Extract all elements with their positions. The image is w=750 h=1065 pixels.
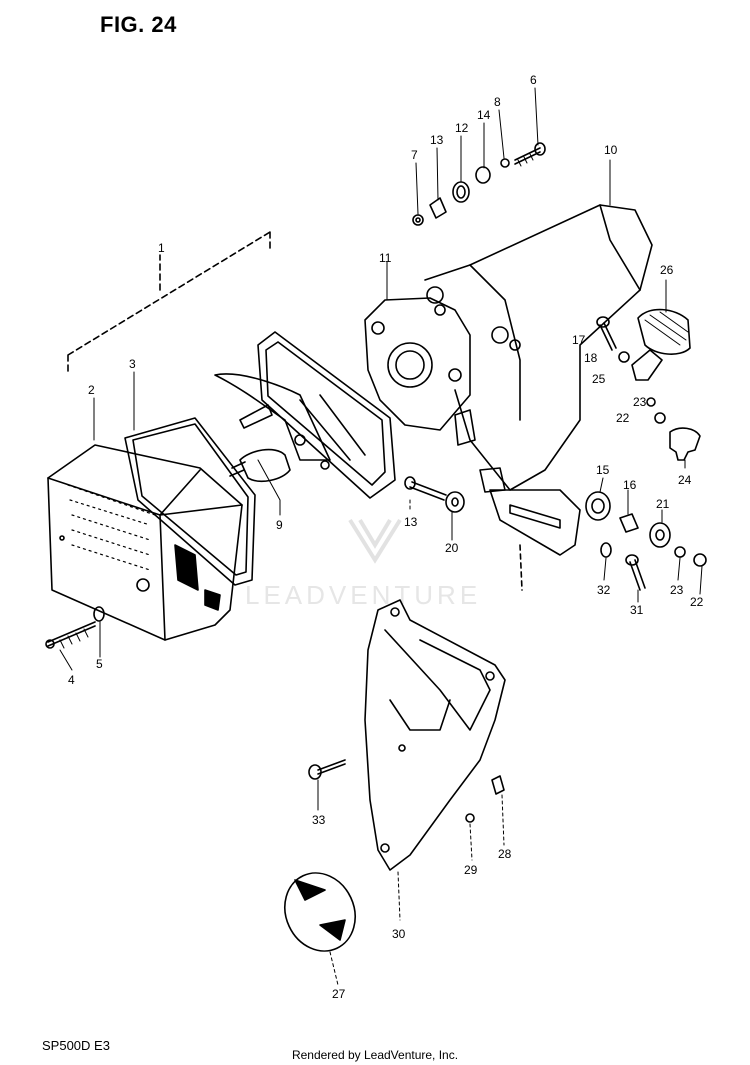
callout-29: 29	[464, 863, 478, 877]
callout-10: 10	[604, 143, 618, 157]
rear-fender	[364, 204, 653, 491]
callout-15: 15	[596, 463, 610, 477]
callout-2: 2	[88, 383, 95, 397]
footer-credit: Rendered by LeadVenture, Inc.	[291, 1048, 459, 1062]
callout-13a: 13	[430, 133, 444, 147]
license-bracket	[364, 599, 506, 871]
fig-title: FIG. 24	[100, 12, 177, 37]
bracket-1	[67, 231, 271, 376]
callout-9: 9	[276, 518, 283, 532]
callout-25: 25	[592, 372, 606, 386]
watermark-logo	[348, 518, 402, 564]
tail-lamp-lens	[47, 444, 243, 641]
bolt-13	[409, 481, 447, 501]
grommet-24	[669, 427, 701, 461]
knob-26	[637, 308, 691, 355]
bolt-31	[629, 559, 646, 591]
watermark: LEADVENTURE	[245, 580, 482, 610]
callout-6: 6	[530, 73, 537, 87]
footer-code: SP500D E3	[42, 1038, 110, 1053]
callout-13b: 13	[404, 515, 418, 529]
callout-30: 30	[392, 927, 406, 941]
callout-11: 11	[379, 251, 392, 265]
callout-1: 1	[158, 241, 165, 255]
callout-23a: 23	[633, 395, 647, 409]
callout-26: 26	[660, 263, 674, 277]
callout-14: 14	[477, 108, 491, 122]
callout-5: 5	[96, 657, 103, 671]
slotted-plate	[489, 489, 581, 556]
callout-23b: 23	[670, 583, 684, 597]
callout-4: 4	[68, 673, 75, 687]
callout-33: 33	[312, 813, 326, 827]
callout-32: 32	[597, 583, 611, 597]
callout-22b: 22	[690, 595, 704, 609]
bulb	[229, 448, 291, 482]
callout-12: 12	[455, 121, 469, 135]
callout-8: 8	[494, 95, 501, 109]
callout-7: 7	[411, 148, 418, 162]
callout-21: 21	[656, 497, 670, 511]
callout-24: 24	[678, 473, 692, 487]
callout-28: 28	[498, 847, 512, 861]
lamp-housing	[214, 331, 396, 499]
callout-labels: 1 2 3 4 5 6 7 8 9 10 11 12 13 14 13 15 1…	[68, 73, 704, 1001]
callout-3: 3	[129, 357, 136, 371]
screw-4	[47, 621, 96, 647]
gasket	[124, 417, 256, 586]
callout-22a: 22	[616, 411, 630, 425]
callout-20: 20	[445, 541, 459, 555]
callout-16: 16	[623, 478, 637, 492]
reflector	[284, 872, 356, 952]
callout-31: 31	[630, 603, 644, 617]
leader-lines	[59, 87, 703, 986]
callout-17: 17	[572, 333, 586, 347]
screw-33	[317, 759, 346, 775]
callout-27: 27	[332, 987, 346, 1001]
callout-18: 18	[584, 351, 598, 365]
